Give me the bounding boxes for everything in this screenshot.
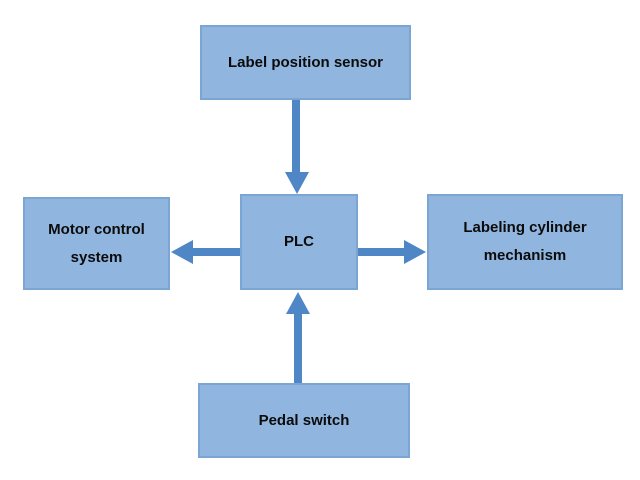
arrow-plc-to-cylinder-shaft: [358, 248, 405, 256]
node-label: Labeling cylinder mechanism: [463, 219, 587, 264]
arrow-right-icon: [404, 240, 426, 264]
arrow-pedal-to-plc-shaft: [294, 313, 302, 383]
arrow-up-icon: [286, 292, 310, 314]
node-motor-control-system: Motor control system: [23, 197, 170, 290]
node-label: Pedal switch: [258, 411, 350, 429]
node-label: Motor control system: [48, 220, 145, 266]
arrow-plc-to-motor-shaft: [192, 248, 240, 256]
arrow-down-icon: [285, 172, 309, 194]
node-pedal-switch: Pedal switch: [198, 383, 410, 458]
arrow-left-icon: [171, 240, 193, 264]
node-label: Label position sensor: [227, 53, 384, 71]
node-plc: PLC: [240, 194, 358, 290]
node-labeling-cylinder-mechanism: Labeling cylinder mechanism: [427, 194, 623, 290]
arrow-sensor-to-plc-shaft: [292, 100, 300, 172]
node-label: PLC: [284, 233, 314, 250]
node-label-position-sensor: Label position sensor: [200, 25, 411, 100]
